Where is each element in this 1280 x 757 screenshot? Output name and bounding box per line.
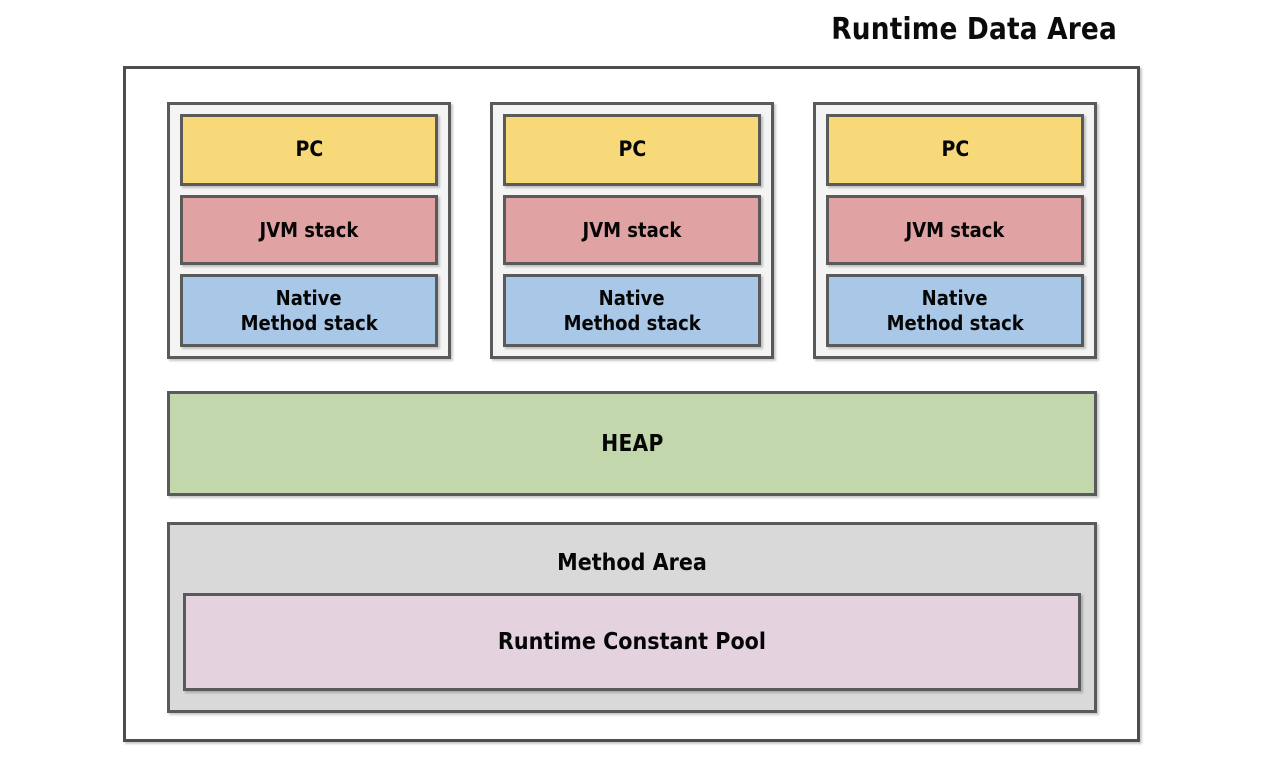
method-area-box: Method Area Runtime Constant Pool: [167, 522, 1097, 713]
pc-box-2: PC: [503, 114, 761, 186]
jvm-stack-label-2: JVM stack: [582, 217, 682, 242]
native-method-stack-line1-1: Native: [276, 286, 342, 311]
jvm-stack-box-1: JVM stack: [180, 195, 438, 265]
native-method-stack-line2-1: Method stack: [240, 310, 378, 335]
pc-box-1: PC: [180, 114, 438, 186]
runtime-constant-pool-label: Runtime Constant Pool: [497, 629, 767, 655]
thread-box-3: PC JVM stack Native Method stack: [813, 102, 1097, 359]
jvm-stack-label-3: JVM stack: [905, 217, 1005, 242]
method-area-label: Method Area: [557, 550, 707, 576]
jvm-stack-box-3: JVM stack: [826, 195, 1084, 265]
native-method-stack-box-1: Native Method stack: [180, 274, 438, 347]
native-method-stack-box-3: Native Method stack: [826, 274, 1084, 347]
threads-row: PC JVM stack Native Method stack PC JVM …: [167, 102, 1097, 359]
native-method-stack-line2-2: Method stack: [563, 310, 701, 335]
pc-label-1: PC: [295, 137, 323, 162]
native-method-stack-line1-2: Native: [599, 286, 665, 311]
pc-label-2: PC: [618, 137, 646, 162]
diagram-title: Runtime Data Area: [831, 12, 1117, 47]
thread-box-1: PC JVM stack Native Method stack: [167, 102, 451, 359]
runtime-constant-pool-box: Runtime Constant Pool: [183, 593, 1081, 691]
pc-box-3: PC: [826, 114, 1084, 186]
native-method-stack-line2-3: Method stack: [886, 310, 1024, 335]
native-method-stack-box-2: Native Method stack: [503, 274, 761, 347]
native-method-stack-line1-3: Native: [922, 286, 988, 311]
heap-box: HEAP: [167, 391, 1097, 496]
runtime-data-area-frame: PC JVM stack Native Method stack PC JVM …: [123, 66, 1140, 742]
heap-label: HEAP: [600, 430, 664, 457]
jvm-stack-box-2: JVM stack: [503, 195, 761, 265]
thread-box-2: PC JVM stack Native Method stack: [490, 102, 774, 359]
pc-label-3: PC: [941, 137, 969, 162]
jvm-stack-label-1: JVM stack: [259, 217, 359, 242]
